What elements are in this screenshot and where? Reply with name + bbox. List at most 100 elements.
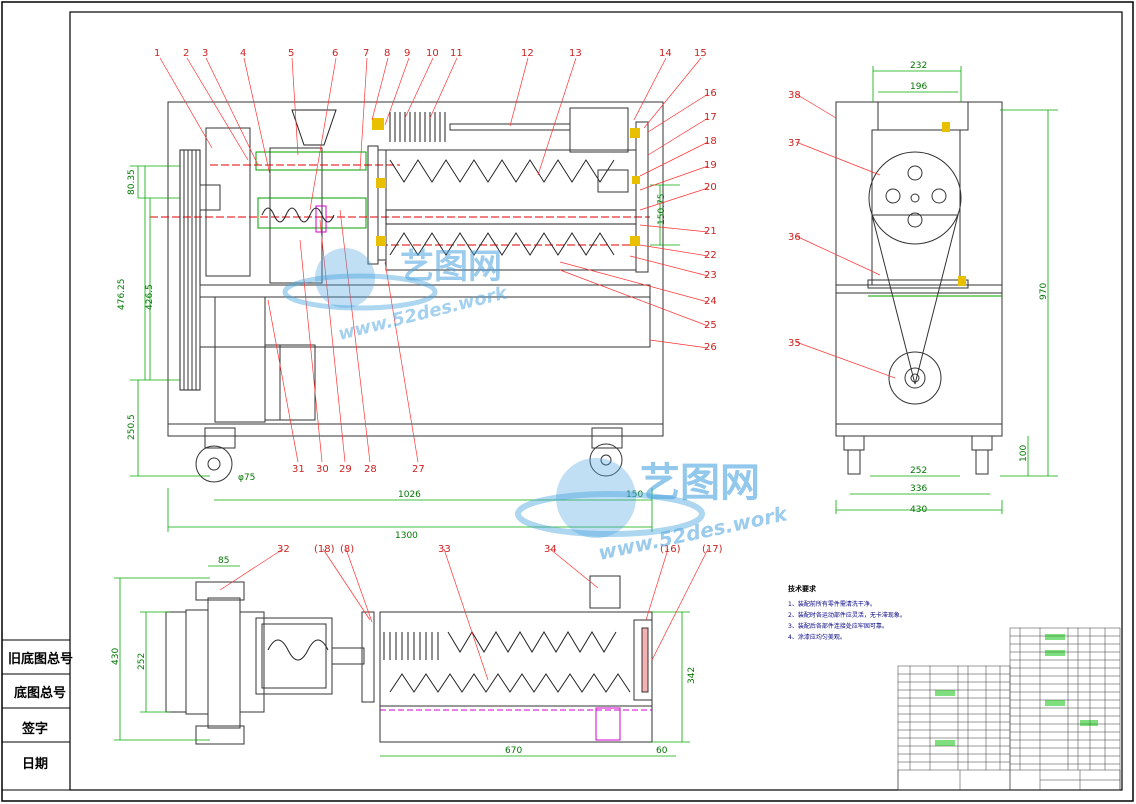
balloon-11: 11	[450, 48, 463, 59]
plan-gearbox	[207, 597, 241, 729]
balloon-9: 9	[404, 48, 410, 59]
balloon-3: 3	[202, 48, 208, 59]
pulley-front	[179, 149, 201, 391]
balloon-23: 23	[704, 270, 717, 281]
dim-75: φ75	[238, 473, 255, 483]
feed-chamber	[269, 147, 323, 284]
balloon-6: 6	[332, 48, 338, 59]
dim-252-side: 252	[910, 466, 927, 476]
tech-line-2: 2、装配时各运动部件应灵活，无卡滞现象。	[788, 611, 906, 619]
balloon-20: 20	[704, 182, 717, 193]
plan-dim-text: 85 430 252 342 670 60	[111, 556, 697, 756]
balloon-10: 10	[426, 48, 439, 59]
balloon-24: 24	[704, 296, 717, 307]
balloon-1: 1	[154, 48, 160, 59]
small-pulley	[888, 351, 942, 405]
balloon-2: 2	[183, 48, 189, 59]
dim-426: 426.5	[145, 284, 155, 310]
front-view	[150, 101, 664, 483]
plan-lower-block	[379, 705, 653, 743]
balloon-16p: (16)	[660, 544, 681, 555]
balloon-22: 22	[704, 250, 717, 261]
balloon-27: 27	[412, 464, 425, 475]
yellow-markers	[372, 118, 640, 246]
balloon-30: 30	[316, 464, 329, 475]
dim-60: 60	[656, 746, 668, 756]
watermark-globe-icon-2	[556, 458, 636, 538]
balloon-13: 13	[569, 48, 582, 59]
side-block	[1, 639, 71, 791]
balloon-16: 16	[704, 88, 717, 99]
balloon-18: 18	[704, 136, 717, 147]
belt	[871, 214, 959, 385]
watermark-globe-icon	[315, 248, 375, 308]
label-base-number: 底图总号	[14, 686, 67, 701]
top-box	[569, 107, 629, 153]
dim-250: 250.5	[127, 414, 137, 440]
dim-80: 80.35	[127, 169, 137, 195]
balloon-25: 25	[704, 320, 717, 331]
side-top-box	[877, 101, 969, 131]
plan-fins	[383, 632, 439, 660]
front-dim-text: 1300 1026 150 φ75 476.25 426.5 250.5 80.…	[117, 169, 667, 541]
balloon-38: 38	[788, 90, 801, 101]
dim-150: 150	[626, 490, 643, 500]
balloon-14: 14	[659, 48, 672, 59]
tech-requirements: 技术要求 1、装配前所有零件需清洗干净。 2、装配时各运动部件应灵活，无卡滞现象…	[788, 584, 906, 641]
balloon-4: 4	[240, 48, 246, 59]
green-shaft-housing	[255, 151, 367, 171]
watermark-2: 艺图网 www.52des.work	[515, 458, 791, 565]
side-dimensions	[835, 66, 1058, 514]
tech-line-3: 3、装配后各部件连接处应牢固可靠。	[788, 622, 888, 630]
dim-342: 342	[687, 667, 697, 684]
side-view	[835, 101, 1003, 475]
dim-430-side: 430	[910, 505, 927, 515]
dim-1300: 1300	[395, 531, 418, 541]
label-old-base-number: 旧底图总号	[8, 652, 74, 667]
drawing-frame	[69, 11, 1123, 791]
dim-150-right: 150.75	[657, 194, 667, 226]
balloon-8: 8	[384, 48, 390, 59]
motor-bracket	[214, 296, 266, 423]
balloon-numbers: 1 2 3 4 5 6 7 8 9 10 11 12 13 14 15 16 1…	[154, 48, 801, 555]
balloon-36: 36	[788, 232, 801, 243]
balloon-15: 15	[694, 48, 707, 59]
flange-left	[367, 145, 379, 265]
label-date: 日期	[22, 757, 49, 772]
dim-252-plan: 252	[137, 653, 147, 670]
dim-1026: 1026	[398, 490, 421, 500]
balloon-34: 34	[544, 544, 557, 555]
balloon-29: 29	[339, 464, 352, 475]
balloon-21: 21	[704, 226, 717, 237]
plan-dimensions	[114, 565, 690, 757]
balloon-7: 7	[363, 48, 369, 59]
auger-lower	[389, 232, 615, 256]
balloon-26: 26	[704, 342, 717, 353]
plan-flange	[361, 611, 375, 703]
wheel-left	[195, 445, 233, 483]
parts-list-table	[897, 627, 1121, 791]
balloon-33: 33	[438, 544, 451, 555]
side-wheel-left	[847, 449, 861, 475]
tech-line-1: 1、装配前所有零件需清洗干净。	[788, 600, 876, 608]
plan-view	[165, 575, 653, 745]
balloon-12: 12	[521, 48, 534, 59]
balloon-17p: (17)	[702, 544, 723, 555]
balloon-32: 32	[277, 544, 290, 555]
gearbox	[205, 127, 251, 277]
watermark-name-2: 艺图网	[640, 460, 760, 506]
wheel-right	[589, 443, 623, 477]
balloon-28: 28	[364, 464, 377, 475]
tech-title: 技术要求	[788, 584, 817, 593]
auger-upper	[389, 159, 615, 183]
balloon-31: 31	[292, 464, 305, 475]
watermark-1: 艺图网 www.52des.work	[282, 247, 510, 345]
dim-196: 196	[910, 82, 927, 92]
front-dimensions	[130, 165, 680, 532]
plan-bearing	[589, 575, 621, 609]
tech-line-4: 4、涂漆应均匀美观。	[788, 633, 846, 641]
balloon-18p: (18)	[314, 544, 335, 555]
hopper	[291, 109, 337, 146]
plan-housing	[379, 611, 653, 707]
